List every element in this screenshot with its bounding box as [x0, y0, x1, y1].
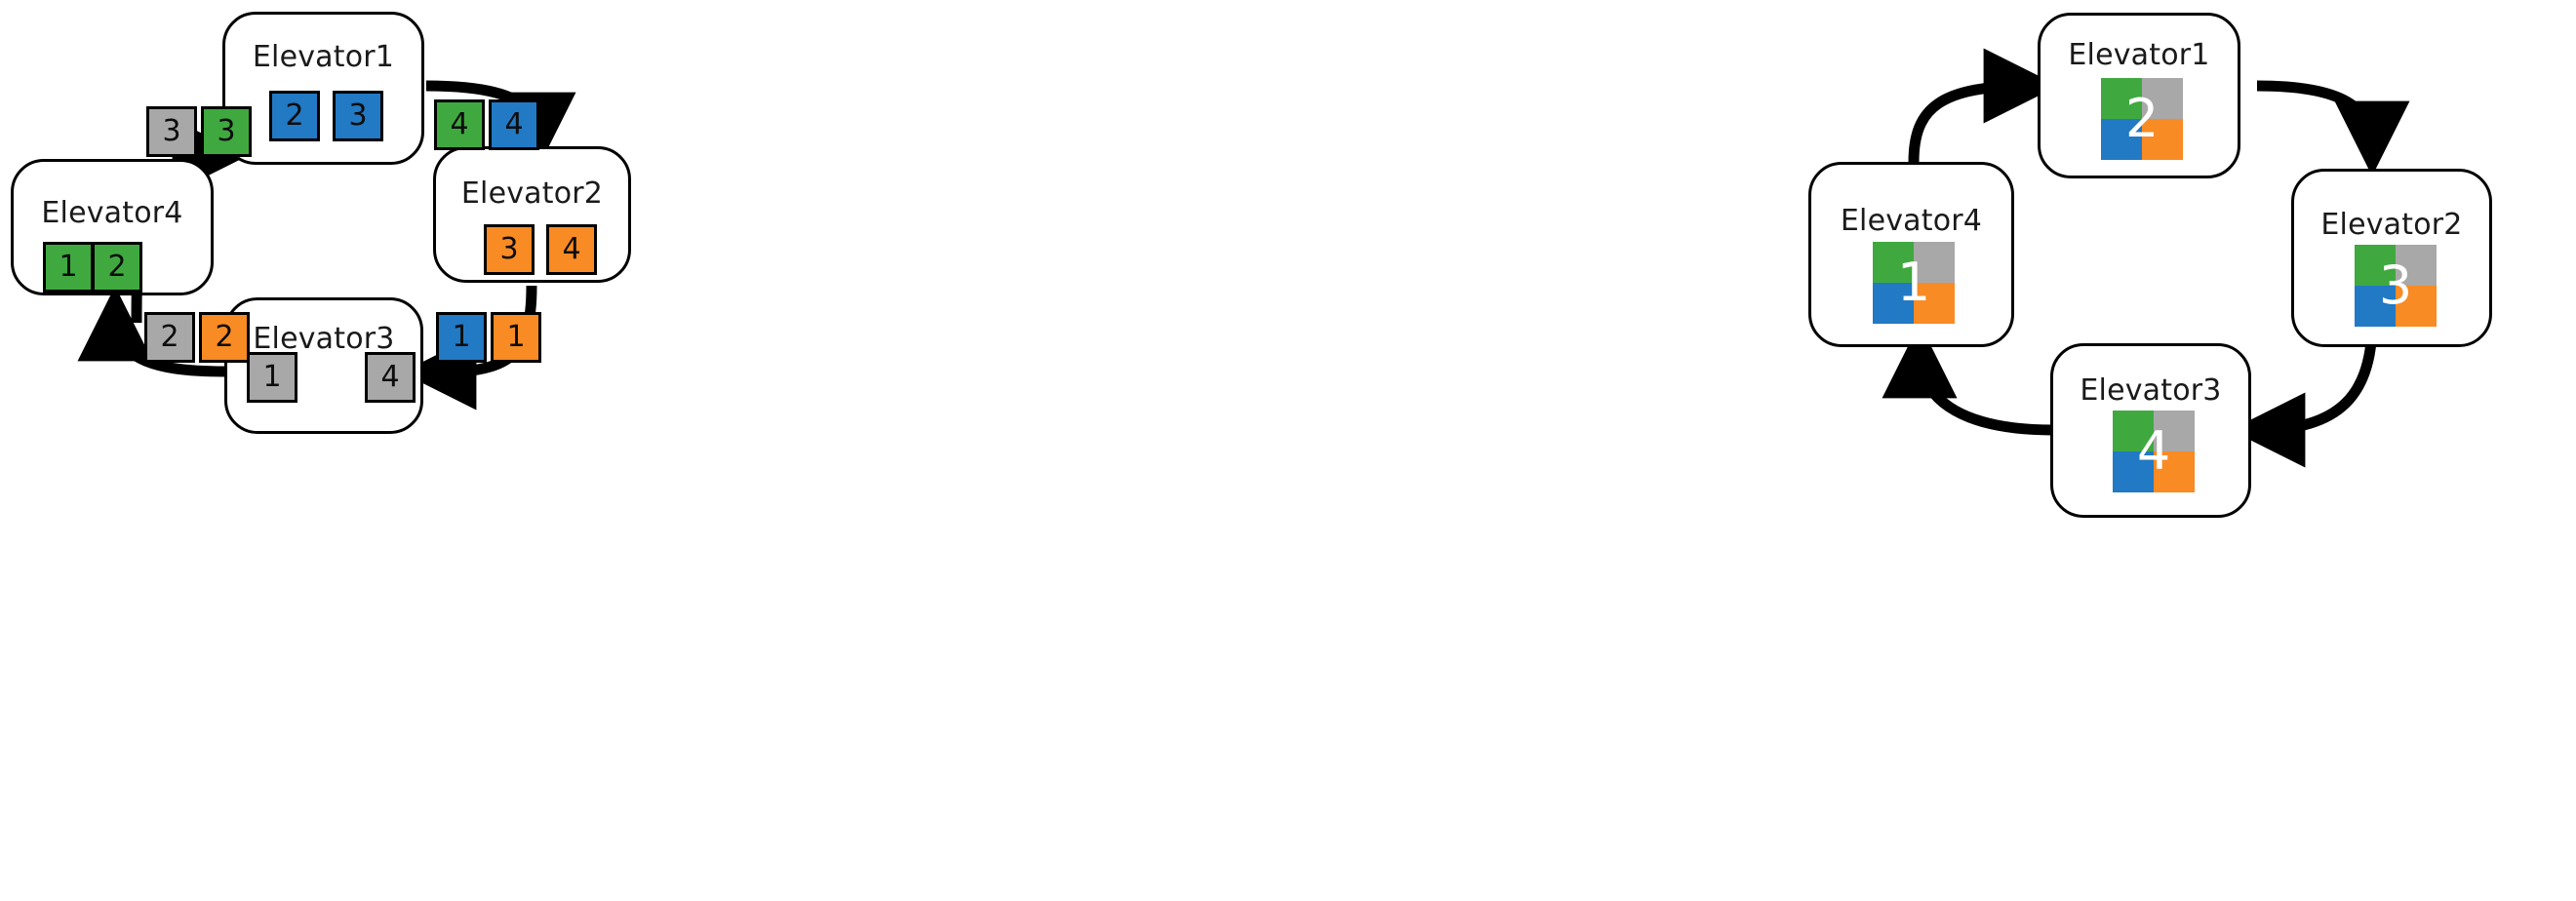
edge-label-e4-to-e1-chip-1[interactable]: 3: [146, 106, 197, 157]
quadrant-orange-cell: [2142, 119, 2183, 160]
edge-label-e3-to-e4-chip-1[interactable]: 2: [144, 312, 195, 363]
elevator3-title: Elevator3: [2080, 373, 2222, 408]
elevator2-box[interactable]: Elevator2 3: [2291, 169, 2492, 347]
elevator1-title: Elevator1: [2068, 38, 2210, 72]
arrow-e4-to-e1: [1908, 48, 2059, 163]
elevator4-title: Elevator4: [41, 196, 183, 230]
quadrant-blue-cell: [2113, 451, 2154, 492]
edge-label-e2-to-e3-chip-1[interactable]: 1: [436, 312, 487, 363]
elevator1-quadrant[interactable]: 2: [2101, 78, 2183, 160]
elevator1-title: Elevator1: [252, 40, 395, 74]
elevator2-title: Elevator2: [2320, 208, 2463, 242]
quadrant-gray-cell: [2396, 245, 2437, 286]
quadrant-gray-cell: [2154, 411, 2195, 451]
elevator4-box[interactable]: Elevator4 1: [1808, 162, 2014, 347]
quadrant-orange-cell: [2396, 286, 2437, 327]
elevator4-quadrant[interactable]: 1: [1873, 242, 1955, 324]
edge-label-e3-to-e4-chip-2[interactable]: 2: [199, 312, 250, 363]
arrow-e3-to-e4: [1882, 323, 2054, 436]
elevator4-chip-1[interactable]: 1: [43, 242, 94, 293]
left-diagram: Elevator1 2 3 Elevator2 3 4 Elevator3 1 …: [11, 12, 631, 434]
elevator2-chip-1[interactable]: 3: [484, 224, 535, 275]
edge-label-e4-to-e1-chip-2[interactable]: 3: [201, 106, 252, 157]
elevator2-box[interactable]: Elevator2 3 4: [433, 146, 631, 283]
right-diagram-arrows: [1882, 48, 2410, 468]
elevator3-box[interactable]: Elevator3 4: [2050, 343, 2251, 518]
elevator1-chip-2[interactable]: 3: [333, 91, 383, 141]
elevator1-box[interactable]: Elevator1 2 3: [222, 12, 424, 165]
quadrant-gray-cell: [2142, 78, 2183, 119]
quadrant-orange-cell: [1914, 283, 1955, 324]
elevator3-chip-1[interactable]: 1: [247, 352, 297, 403]
quadrant-green-cell: [2101, 78, 2142, 119]
edge-label-e1-to-e2-chip-2[interactable]: 4: [489, 99, 539, 150]
quadrant-orange-cell: [2154, 451, 2195, 492]
quadrant-blue-cell: [2355, 286, 2396, 327]
right-diagram: Elevator1 2 Elevator2 3 Elevator3: [1297, 0, 2576, 901]
quadrant-green-cell: [1873, 242, 1914, 283]
edge-label-e1-to-e2-chip-1[interactable]: 4: [434, 99, 485, 150]
elevator3-box[interactable]: Elevator3 1 4: [224, 297, 423, 434]
arrow-e1-to-e2: [2256, 80, 2410, 176]
elevator3-quadrant-label: 4: [2136, 420, 2171, 482]
quadrant-green-cell: [2355, 245, 2396, 286]
elevator4-quadrant-label: 1: [1896, 252, 1931, 313]
elevator1-box[interactable]: Elevator1 2: [2038, 13, 2240, 178]
elevator2-quadrant-label: 3: [2378, 255, 2413, 316]
elevator4-chip-2[interactable]: 2: [92, 242, 142, 293]
quadrant-green-cell: [2113, 411, 2154, 451]
elevator2-quadrant[interactable]: 3: [2355, 245, 2437, 327]
elevator4-title: Elevator4: [1840, 204, 1983, 238]
elevator1-chip-1[interactable]: 2: [269, 91, 320, 141]
edge-label-e2-to-e3-chip-2[interactable]: 1: [491, 312, 541, 363]
elevator3-quadrant[interactable]: 4: [2113, 411, 2195, 492]
quadrant-gray-cell: [1914, 242, 1955, 283]
elevator1-quadrant-label: 2: [2124, 88, 2160, 149]
elevator2-title: Elevator2: [460, 176, 604, 211]
elevator2-chip-2[interactable]: 4: [546, 224, 597, 275]
elevator3-chip-2[interactable]: 4: [365, 352, 416, 403]
quadrant-blue-cell: [1873, 283, 1914, 324]
quadrant-blue-cell: [2101, 119, 2142, 160]
elevator3-title: Elevator3: [253, 322, 395, 356]
elevator4-box[interactable]: Elevator4 1 2: [11, 159, 214, 295]
